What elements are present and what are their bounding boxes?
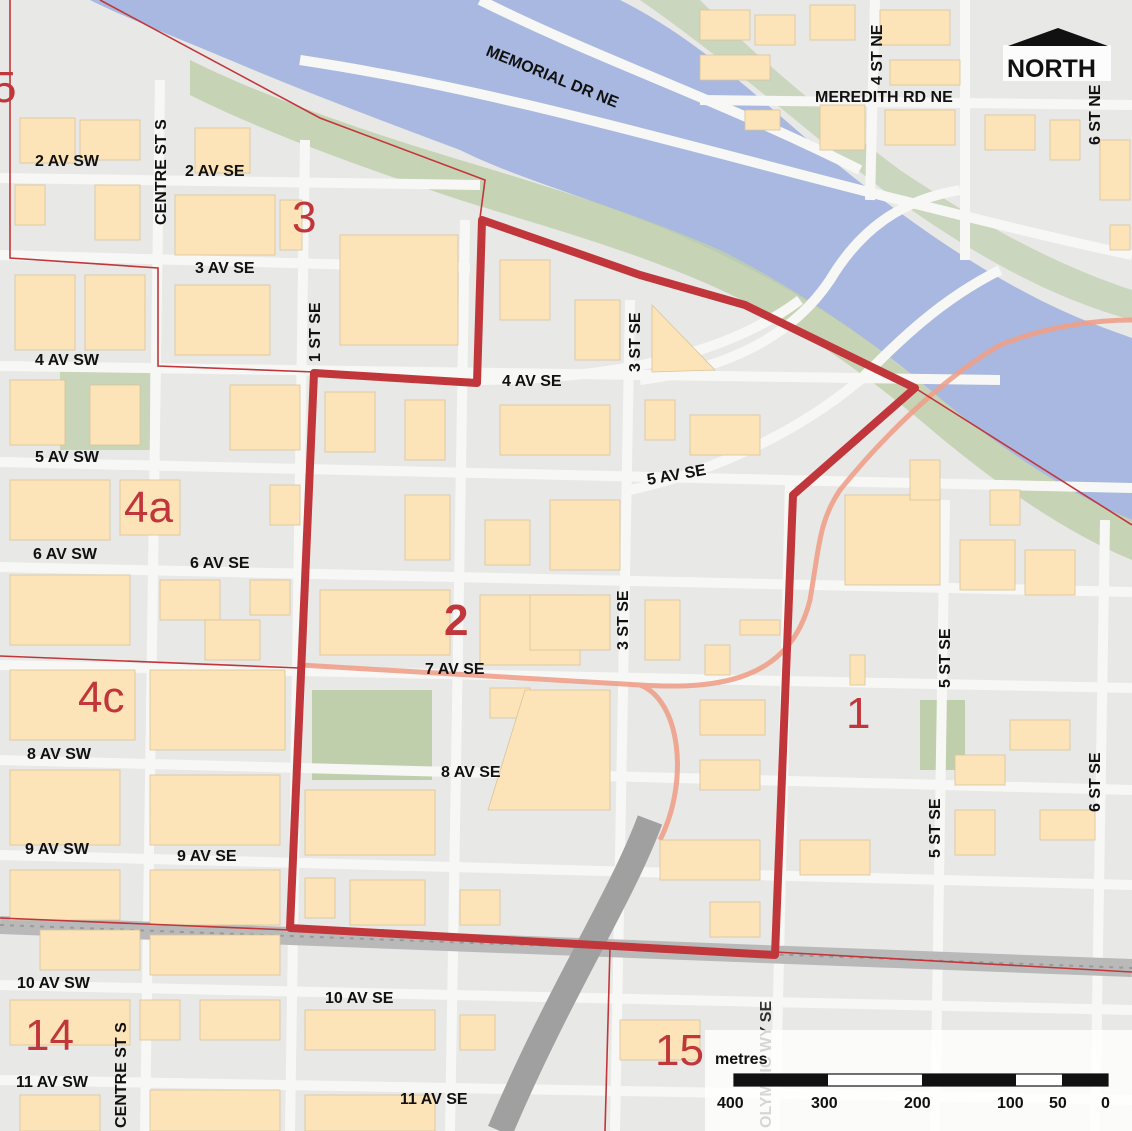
street-label-3-st-se-top: 3 ST SE (627, 312, 644, 372)
street-label-5-av-sw: 5 AV SW (35, 449, 100, 466)
street-label-9-av-sw: 9 AV SW (25, 841, 90, 858)
street-label-2-av-sw: 2 AV SW (35, 153, 100, 170)
street-label-4-st-ne: 4 ST NE (869, 24, 886, 85)
street-label-11-av-se: 11 AV SE (400, 1091, 468, 1108)
street-label-3-st-se-mid: 3 ST SE (615, 590, 632, 650)
street-label-6-av-sw: 6 AV SW (33, 546, 98, 563)
bow-river (90, 0, 1132, 520)
scale-bar: metres 400 300 200 100 50 0 (705, 1030, 1132, 1131)
scale-tick-400: 400 (717, 1095, 744, 1112)
street-label-6-st-se: 6 ST SE (1087, 752, 1104, 812)
street-label-9-av-se: 9 AV SE (177, 848, 237, 865)
lrt-line (299, 317, 1132, 842)
street-label-7-av-se: 7 AV SE (425, 661, 485, 678)
zone-label-14: 14 (25, 1011, 74, 1060)
street-label-4-av-se: 4 AV SE (502, 373, 562, 390)
street-label-10-av-sw: 10 AV SW (17, 975, 91, 992)
zone-label-4c: 4c (78, 673, 124, 722)
street-label-centre-st-s-top: CENTRE ST S (153, 119, 170, 225)
zone-label-2: 2 (444, 596, 468, 645)
street-label-8-av-se: 8 AV SE (441, 764, 501, 781)
street-label-6-av-se: 6 AV SE (190, 555, 250, 572)
scale-tick-200: 200 (904, 1095, 931, 1112)
zone-label-1: 1 (846, 689, 870, 738)
north-label: NORTH (1007, 55, 1096, 83)
street-label-11-av-sw: 11 AV SW (16, 1074, 89, 1091)
buildings (9, 4, 1131, 1131)
scale-tick-300: 300 (811, 1095, 838, 1112)
scale-unit: metres (715, 1051, 768, 1068)
street-label-8-av-sw: 8 AV SW (27, 746, 92, 763)
scale-tick-100: 100 (997, 1095, 1024, 1112)
street-label-5-st-se-low: 5 ST SE (927, 798, 944, 858)
street-label-5-st-se-top: 5 ST SE (937, 628, 954, 688)
street-label-meredith-rd-ne: MEREDITH RD NE (815, 89, 953, 106)
north-indicator: NORTH (1003, 28, 1111, 83)
street-label-10-av-se: 10 AV SE (325, 990, 394, 1007)
district-2-boundary (286, 216, 919, 959)
street-label-6-st-ne: 6 ST NE (1087, 84, 1104, 145)
scale-tick-0: 0 (1101, 1095, 1110, 1112)
street-label-2-av-se: 2 AV SE (185, 163, 245, 180)
zone-label-15: 15 (655, 1026, 704, 1075)
street-label-centre-st-s-bottom: CENTRE ST S (113, 1022, 130, 1128)
zone-label-4a: 4a (124, 483, 173, 532)
zone-label-3: 3 (292, 193, 316, 242)
north-arrow-icon (1008, 28, 1108, 46)
street-label-3-av-se: 3 AV SE (195, 260, 255, 277)
street-label-4-av-sw: 4 AV SW (35, 352, 100, 369)
scale-tick-50: 50 (1049, 1095, 1067, 1112)
zone-label-5: 5 (0, 63, 16, 112)
street-label-1-st-se: 1 ST SE (307, 302, 324, 362)
